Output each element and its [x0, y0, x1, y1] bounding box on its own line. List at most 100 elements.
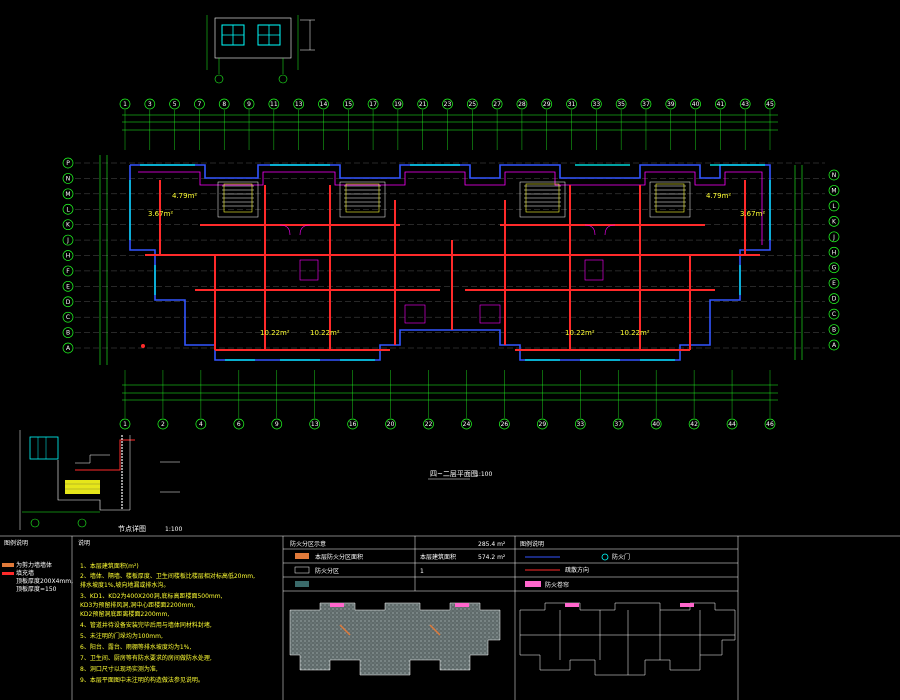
grid-bubble: 6 — [233, 418, 245, 430]
grid-bubble: M — [828, 185, 840, 196]
grid-bubble: C — [828, 308, 840, 320]
svg-text:27: 27 — [493, 101, 501, 108]
svg-text:20: 20 — [387, 421, 395, 428]
grid-bubble: 8 — [218, 98, 230, 110]
area-label: 3.67m² — [740, 210, 765, 218]
note-line: 4、管道井待设备安装完毕后用与墙体同材料封堵, — [80, 621, 212, 629]
note-line: 1、本层建筑面积(m²) — [80, 562, 139, 570]
svg-text:11: 11 — [270, 101, 278, 108]
section-scale: 1:100 — [165, 526, 182, 533]
svg-text:21: 21 — [419, 101, 427, 108]
notes-frame — [0, 535, 900, 700]
fire-zone-table: 防火分区示意 本层防火分区面积 本层建筑面积 285.4 m² 574.2 m²… — [290, 540, 506, 587]
svg-text:K: K — [832, 218, 837, 225]
grid-bubble: K — [62, 219, 74, 231]
notes-text: 说明 1、本层建筑面积(m²) 2、墙体、隔墙、楼板厚度、卫生间楼板比楼层相对标… — [78, 539, 255, 684]
svg-text:44: 44 — [728, 421, 736, 428]
svg-text:C: C — [832, 311, 836, 318]
grid-bubble: 1 — [119, 418, 131, 430]
grid-bubble: 20 — [385, 418, 396, 430]
svg-text:45: 45 — [766, 101, 774, 108]
svg-text:29: 29 — [543, 101, 551, 108]
svg-text:41: 41 — [717, 101, 725, 108]
svg-text:13: 13 — [311, 421, 319, 428]
notes-left-header: 图例说明 — [4, 539, 28, 547]
table-row-value: 285.4 m² — [478, 541, 506, 548]
svg-text:28: 28 — [518, 101, 526, 108]
svg-text:25: 25 — [468, 101, 476, 108]
svg-text:J: J — [66, 237, 69, 244]
svg-text:16: 16 — [349, 421, 357, 428]
grid-bubble: 22 — [423, 418, 434, 430]
svg-text:D: D — [66, 299, 71, 306]
grid-bubble: 37 — [612, 418, 624, 430]
grid-bubble: 33 — [590, 98, 602, 110]
svg-text:M: M — [65, 191, 70, 198]
note-line: KD3为预留排风洞,洞中心距楼面2200mm, — [80, 601, 195, 609]
area-label: 3.67m² — [148, 210, 173, 218]
grid-bubble: D — [828, 293, 840, 304]
svg-text:15: 15 — [344, 101, 352, 108]
grid-bubble: 37 — [640, 98, 652, 110]
grid-bubble: 14 — [318, 98, 329, 110]
grid-bubble: C — [62, 311, 74, 323]
grid-bubble: 3 — [144, 98, 156, 110]
grid-bubble: 1 — [119, 98, 131, 110]
grid-bubble: 9 — [271, 418, 283, 430]
grid-bubble: J — [62, 234, 74, 246]
grid-bubble: 43 — [739, 98, 751, 110]
grid-bubble: 40 — [690, 98, 701, 110]
grid-bubble: 25 — [466, 98, 478, 110]
area-label: 10.22m² — [260, 329, 290, 337]
svg-text:39: 39 — [667, 101, 675, 108]
svg-text:6: 6 — [237, 421, 241, 428]
area-label: 4.79m² — [172, 192, 197, 200]
note-line: 2、墙体、隔墙、楼板厚度、卫生间楼板比楼层相对标高低20mm, — [80, 572, 255, 580]
grid-bubble: 39 — [665, 98, 677, 110]
svg-text:N: N — [832, 172, 837, 179]
svg-text:7: 7 — [198, 101, 202, 108]
svg-text:P: P — [66, 160, 70, 167]
right-legend-item: 防火门 — [612, 553, 630, 561]
grid-bubble: 42 — [688, 418, 700, 430]
grid-bubble: J — [828, 231, 840, 243]
legend-item: 为剪力墙墙体 — [16, 561, 52, 569]
plan-title: 四~二层平面图 — [430, 470, 478, 478]
room-area-labels: 4.79m² 3.67m² 4.79m² 3.67m² 10.22m² 10.2… — [148, 192, 765, 337]
svg-text:L: L — [66, 206, 70, 213]
grid-bubble: L — [828, 200, 840, 212]
grid-bubble: M — [62, 188, 74, 200]
table-row-label: 防火分区 — [315, 567, 339, 575]
svg-text:29: 29 — [539, 421, 547, 428]
notes-header: 说明 — [78, 539, 90, 547]
svg-text:33: 33 — [576, 421, 584, 428]
svg-text:C: C — [66, 314, 70, 321]
svg-text:M: M — [831, 187, 836, 194]
section-title: 节点详图 — [118, 524, 146, 533]
svg-text:37: 37 — [614, 421, 622, 428]
grid-bubble: 31 — [566, 98, 577, 110]
grid-bubble: A — [62, 342, 74, 354]
svg-text:3: 3 — [148, 101, 152, 108]
outline-mini-plan — [519, 602, 736, 676]
svg-text:B: B — [66, 330, 70, 337]
grid-bubble: 2 — [157, 418, 169, 430]
table-row-value: 574.2 m² — [478, 554, 506, 561]
grid-bubble: 23 — [442, 98, 453, 110]
grid-bubble: E — [62, 280, 74, 292]
svg-text:L: L — [832, 203, 836, 210]
svg-text:40: 40 — [692, 101, 700, 108]
grid-bubble: 44 — [726, 418, 738, 430]
svg-text:A: A — [832, 342, 837, 349]
grid-bubble: H — [828, 246, 840, 258]
legend-item: 顶板厚度=150 — [16, 585, 57, 593]
grid-bubble: 19 — [392, 98, 404, 110]
grid-bubble: 13 — [293, 98, 305, 110]
legend-item: 顶板厚度200X4mm, — [16, 577, 73, 585]
grid-bubble: 33 — [574, 418, 586, 430]
svg-text:14: 14 — [320, 101, 328, 108]
grid-bubble: 35 — [615, 98, 627, 110]
